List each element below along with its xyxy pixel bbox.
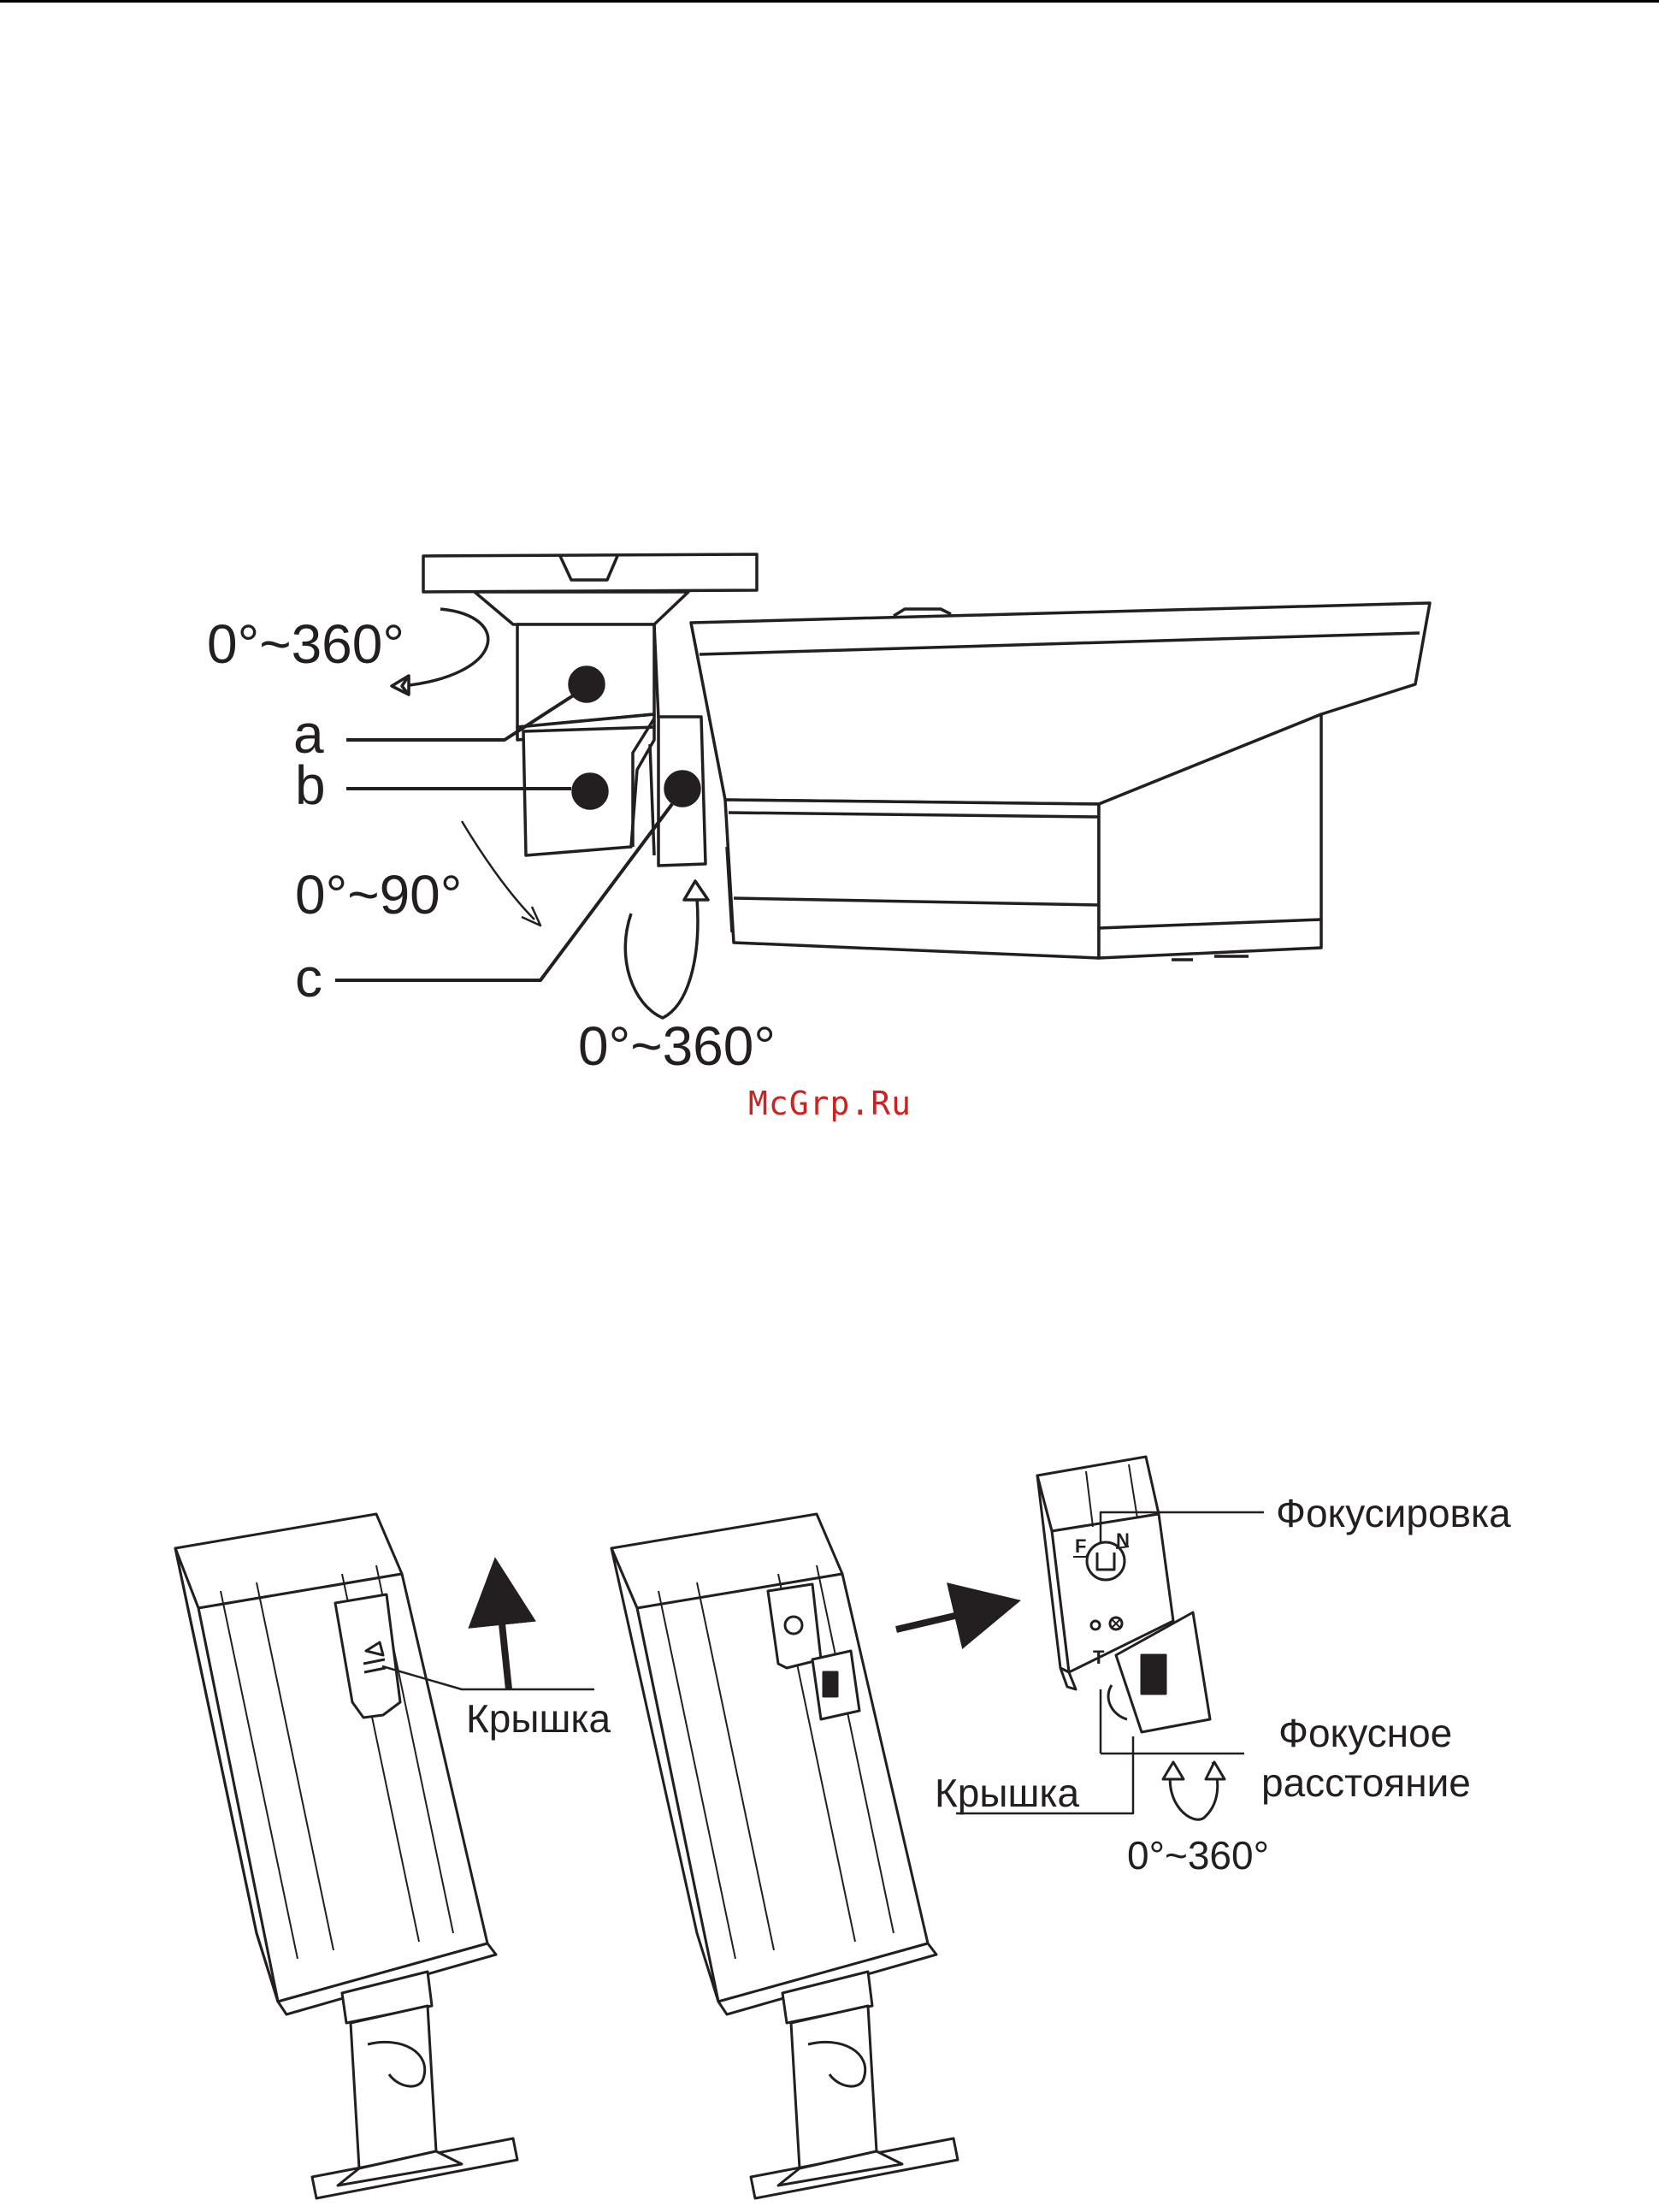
screw-b: [573, 774, 607, 808]
camera-housing-side: [691, 603, 1430, 960]
knob-letter-f: F: [1075, 1535, 1086, 1557]
label-c: c: [295, 947, 322, 1008]
angle-bottom-label: 0°~360°: [578, 1015, 776, 1077]
angle-top-label: 0°~360°: [207, 613, 404, 675]
watermark: McGrp.Ru: [748, 1085, 912, 1122]
focal-rotation-arrow: [1163, 1762, 1225, 1819]
lens-detail: [1037, 1457, 1210, 1732]
camera-closed: [175, 1514, 496, 2014]
knob-letter-t: T: [1093, 1647, 1105, 1668]
bracket-connector: [650, 717, 706, 866]
camera-open: [611, 1514, 936, 2014]
bracket-neck: [475, 592, 688, 727]
mount-plate: [423, 554, 757, 592]
cover-right-arrow: [896, 1608, 988, 1629]
screw-c: [665, 772, 700, 806]
label-b: b: [295, 754, 326, 816]
lens-angle-label: 0°~360°: [1127, 1833, 1269, 1878]
focus-label: Фокусировка: [1276, 1491, 1511, 1535]
cover-label-right: Крышка: [935, 1771, 1079, 1815]
angle-tilt-label: 0°~90°: [295, 864, 462, 926]
cover-up-arrow: [499, 1591, 509, 1689]
focal-label-line2: расстояние: [1261, 1760, 1471, 1805]
cover-label-left: Крышка: [466, 1696, 611, 1741]
focal-label-line1: Фокусное: [1278, 1711, 1452, 1755]
figure-bracket-adjustment: [335, 554, 1430, 1018]
camera-closed-stand: [312, 1972, 517, 2198]
knob-letter-n: N: [1116, 1529, 1130, 1551]
camera-open-stand: [751, 1972, 958, 2198]
rotation-arrow-bottom: [625, 881, 708, 1018]
rotation-arrow-top: [392, 609, 488, 695]
figure-lens-adjustment: [175, 1457, 1264, 2198]
